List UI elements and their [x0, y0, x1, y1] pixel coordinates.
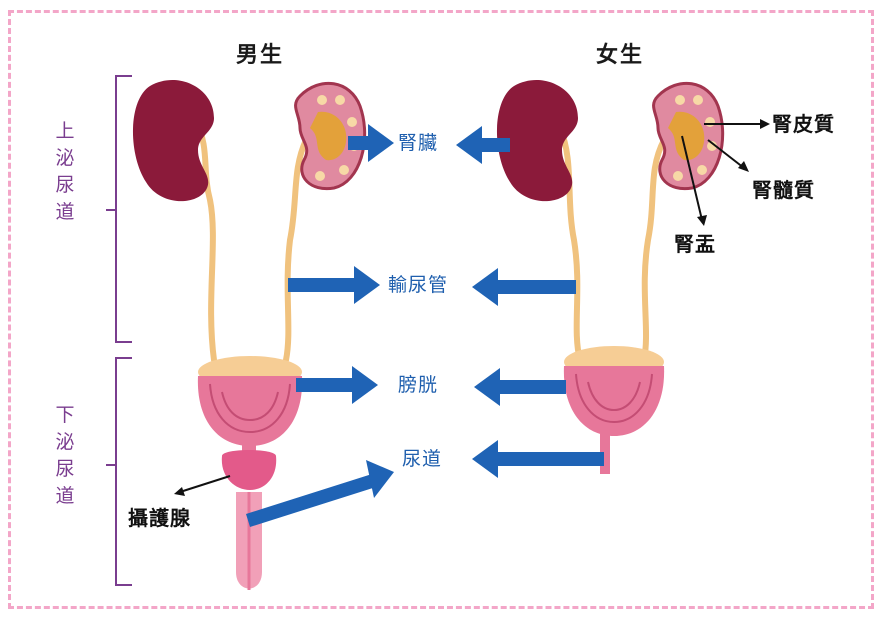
arrow-female-urethra: [472, 440, 604, 478]
urethra-label: 尿道: [402, 450, 442, 469]
male-bladder: [198, 356, 302, 446]
male-left-ureter: [196, 120, 214, 360]
renal-cortex-label: 腎皮質: [772, 114, 835, 134]
upper-tract-bracket: [106, 76, 132, 342]
upper-tract-label: 上泌尿道: [54, 118, 76, 226]
renal-pelvis-label: 腎盂: [674, 234, 716, 254]
arrow-female-bladder: [474, 368, 566, 406]
arrow-male-bladder: [296, 366, 378, 404]
lower-tract-bracket: [106, 358, 132, 585]
female-right-kidney-section: [654, 83, 723, 188]
prostate-gland: [222, 450, 276, 490]
ureter-label: 輸尿管: [388, 276, 448, 295]
female-header: 女生: [596, 44, 644, 66]
prostate-label: 攝護腺: [128, 508, 191, 528]
bladder-label: 膀胱: [398, 376, 438, 395]
female-bladder: [564, 346, 664, 436]
lower-tract-label: 下泌尿道: [54, 402, 76, 510]
arrow-male-ureter: [288, 266, 380, 304]
male-right-kidney-section: [296, 83, 365, 188]
renal-medulla-label: 腎髓質: [752, 180, 815, 200]
male-header: 男生: [236, 44, 284, 66]
arrow-female-ureter: [472, 268, 576, 306]
kidney-label: 腎臟: [398, 134, 438, 153]
